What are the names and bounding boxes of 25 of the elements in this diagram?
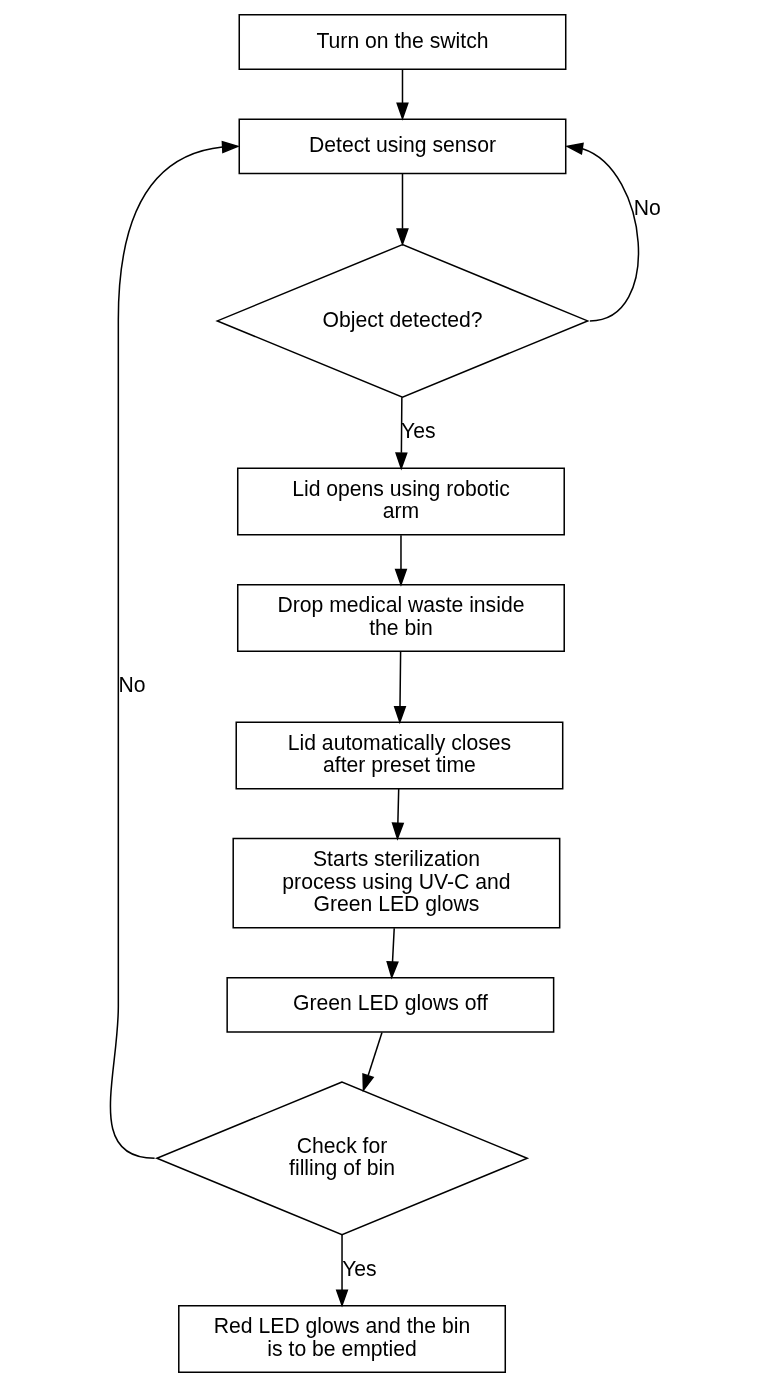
node-diamond: Object detected?: [214, 243, 590, 399]
arrow: [391, 788, 404, 841]
edge-label: Yes: [341, 1256, 377, 1280]
arrow: [109, 140, 240, 1160]
node-box: Drop medical waste inside the bin: [236, 583, 565, 652]
node-box: Red LED glows and the bin is to be emptied: [177, 1304, 506, 1373]
node-box: Turn on the switch: [238, 14, 566, 70]
arrow: [395, 68, 409, 121]
node-box: Detect using sensor: [238, 118, 566, 175]
arrow: [394, 534, 407, 587]
arrow: [395, 173, 409, 247]
node-diamond: Check for filling of bin: [154, 1081, 529, 1236]
arrow: [393, 650, 406, 725]
arrow: [361, 1031, 383, 1093]
edge-label: No: [117, 673, 145, 697]
node-box: Starts sterilization process using UV-C and Green LED glows: [231, 837, 560, 929]
edge-label: Yes: [400, 419, 436, 443]
node-box: Green LED glows off: [225, 976, 554, 1033]
edge-label: No: [633, 195, 661, 219]
arrow: [385, 927, 399, 980]
arrow: [564, 142, 639, 322]
arrow: [335, 1234, 348, 1308]
arrow: [394, 396, 408, 471]
node-box: Lid opens using robotic arm: [236, 467, 565, 536]
node-box: Lid automatically closes after preset time: [234, 721, 563, 790]
